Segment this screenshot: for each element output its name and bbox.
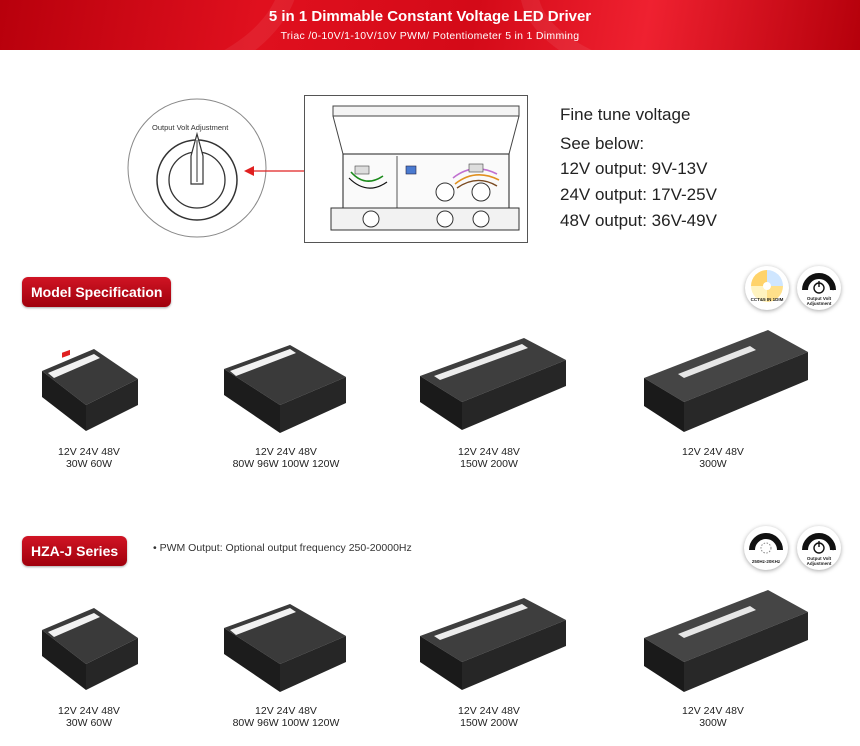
frequency-caption: 250Hz-20KHz [751,559,781,564]
voltage-text: 12V 24V 48V [58,446,120,458]
wattage-text: 30W 60W [65,717,113,729]
driver-image-large [420,598,566,690]
product-caption: 12V 24V 48V 150W 200W [424,446,554,470]
spec-48v: 48V output: 36V-49V [560,211,717,230]
wattage-text: 300W [699,717,727,729]
driver-image-medium [224,604,346,692]
driver-image-small [42,349,138,431]
volt-adjust-dial-diagram [127,98,267,238]
junction-box-diagram [330,105,520,231]
power-dial-icon: − + [802,533,836,554]
volt-adjust-caption-1: Output Volt [806,556,832,561]
wattage-text: 80W 96W 100W 120W [232,717,340,729]
driver-image-small [42,608,138,690]
svg-text:+: + [831,286,835,293]
dial-label: Output Volt Adjustment [152,123,229,132]
spec-12v: 12V output: 9V-13V [560,159,708,178]
cct-badge-caption: CCT&5 IN 1DIM [750,297,784,302]
voltage-text: 12V 24V 48V [458,705,520,717]
wattage-text: 80W 96W 100W 120W [232,458,340,470]
power-dial-icon: − + [802,273,836,294]
wattage-text: 150W 200W [460,717,518,729]
voltage-text: 12V 24V 48V [255,705,317,717]
product-caption: 12V 24V 48V 80W 96W 100W 120W [206,446,366,470]
voltage-text: 12V 24V 48V [682,705,744,717]
product-caption: 12V 24V 48V 80W 96W 100W 120W [206,705,366,729]
cct-color-wheel-icon [751,270,783,302]
product-caption: 12V 24V 48V 300W [648,446,778,470]
svg-text:−: − [803,546,807,553]
spec-24v: 24V output: 17V-25V [560,185,717,204]
header-banner: 5 in 1 Dimmable Constant Voltage LED Dri… [0,0,860,50]
driver-image-xlarge [644,330,808,432]
svg-text:−: − [803,286,807,293]
volt-adjust-badge: − + Output Volt Adjustment [797,526,841,570]
frequency-badge: 250Hz-20KHz [744,526,788,570]
pwm-note: • PWM Output: Optional output frequency … [153,542,412,554]
hza-series-heading: HZA-J Series [22,536,128,566]
svg-text:+: + [831,546,835,553]
volt-adjust-caption-1: Output Volt [806,296,832,301]
page-subtitle: Triac /0-10V/1-10V/10V PWM/ Potentiomete… [280,30,580,42]
wattage-text: 30W 60W [65,458,113,470]
driver-image-large [420,338,566,430]
see-below-text: See below: [560,134,645,153]
wattage-text: 300W [699,458,727,470]
product-caption: 12V 24V 48V 300W [648,705,778,729]
driver-image-xlarge [644,590,808,692]
voltage-text: 12V 24V 48V [682,446,744,458]
fine-tune-title: Fine tune voltage [560,105,691,124]
volt-adjust-caption-2: Adjustment [806,301,832,306]
driver-image-medium [224,345,346,433]
wattage-text: 150W 200W [460,458,518,470]
volt-adjust-caption-2: Adjustment [806,561,832,566]
voltage-text: 12V 24V 48V [458,446,520,458]
cct-badge: CCT&5 IN 1DIM [745,266,789,310]
frequency-dial-icon [749,533,783,554]
voltage-text: 12V 24V 48V [58,705,120,717]
voltage-text: 12V 24V 48V [255,446,317,458]
product-caption: 12V 24V 48V 30W 60W [24,446,154,470]
page-title: 5 in 1 Dimmable Constant Voltage LED Dri… [268,8,592,25]
volt-adjust-badge: − + Output Volt Adjustment [797,266,841,310]
product-caption: 12V 24V 48V 150W 200W [424,705,554,729]
model-spec-heading: Model Specification [22,277,172,307]
product-caption: 12V 24V 48V 30W 60W [24,705,154,729]
